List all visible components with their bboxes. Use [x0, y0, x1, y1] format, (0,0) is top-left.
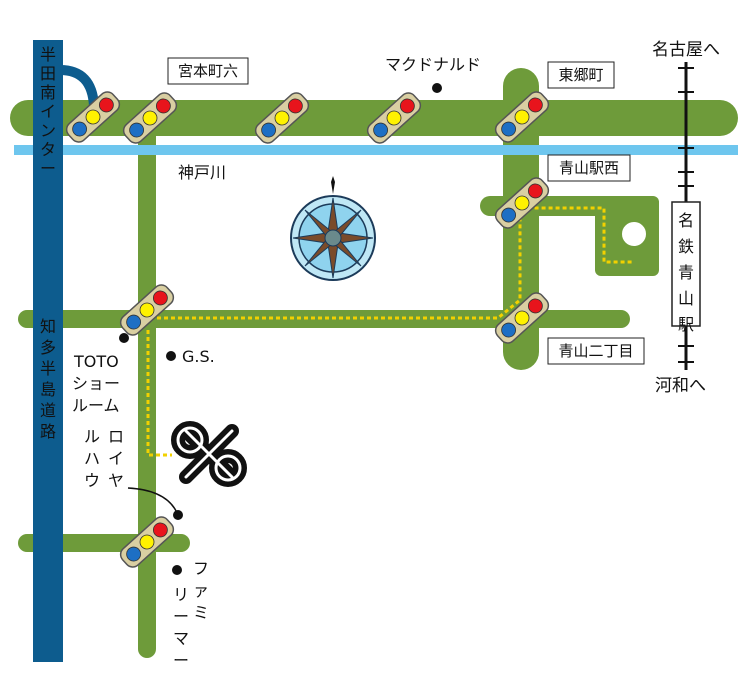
traffic-signal-icon — [494, 91, 550, 143]
compass-rose-icon — [290, 176, 376, 281]
kobe-river — [14, 145, 738, 155]
label-family-mart-col2: リーマー — [173, 585, 189, 670]
label-meitetsu-aoyama-station: 名鉄青山駅 — [671, 201, 701, 334]
label-text: 青山駅西 — [559, 159, 619, 177]
landmark-dot-icon — [172, 565, 182, 575]
label-to-nagoya: 名古屋へ — [652, 40, 720, 60]
label-royal-house-col2: ルハウ — [84, 427, 100, 490]
station-circle-icon — [618, 218, 650, 250]
landmark-dot-icon — [432, 83, 442, 93]
label-miyamoto: 宮本町六 — [167, 57, 249, 85]
label-text: 青山二丁目 — [558, 342, 633, 360]
interchange-ramp — [59, 65, 99, 107]
label-to-kawawa: 河和へ — [655, 376, 706, 396]
traffic-signal-icon — [122, 92, 178, 144]
landmark-dot-icon — [119, 333, 129, 343]
label-family-mart-col1: ファミ — [193, 559, 209, 622]
label-aoyama-eki-nishi: 青山駅西 — [547, 154, 631, 182]
traffic-signal-icon — [494, 292, 550, 344]
label-toto: TOTO — [73, 352, 119, 371]
landmark-dot-icon — [166, 351, 176, 361]
label-aoyama-nichome: 青山二丁目 — [547, 337, 645, 365]
royal-house-leader — [127, 487, 179, 516]
label-gs: G.S. — [182, 347, 215, 366]
label-text: 宮本町六 — [178, 62, 238, 80]
label-royal-house-col1: ロイヤ — [108, 427, 124, 490]
chita-peninsula-expressway — [33, 40, 63, 662]
traffic-signals — [65, 91, 550, 568]
road-top-horizontal — [10, 100, 738, 136]
label-handa-minami-ic: 半田南インター — [40, 45, 56, 178]
traffic-signal-icon — [366, 92, 422, 144]
label-showroom-2: ルーム — [72, 396, 120, 415]
traffic-signal-icon — [119, 284, 175, 336]
label-togo: 東郷町 — [547, 61, 615, 89]
label-chita-hanto-road: 知多半島道路 — [40, 317, 56, 441]
traffic-signal-icon — [494, 177, 550, 229]
walking-route — [146, 206, 634, 457]
label-kobe-river: 神戸川 — [178, 163, 226, 182]
label-text: 東郷町 — [558, 66, 603, 84]
traffic-signal-icon — [65, 91, 121, 143]
road-middle-horizontal — [18, 310, 630, 328]
label-showroom-1: ショー — [72, 374, 120, 393]
royal-house-logo — [171, 421, 247, 487]
traffic-signal-icon — [119, 516, 175, 568]
label-mcdonalds: マクドナルド — [385, 55, 481, 74]
label-text: 名鉄青山駅 — [678, 211, 694, 334]
traffic-signal-icon — [254, 92, 310, 144]
